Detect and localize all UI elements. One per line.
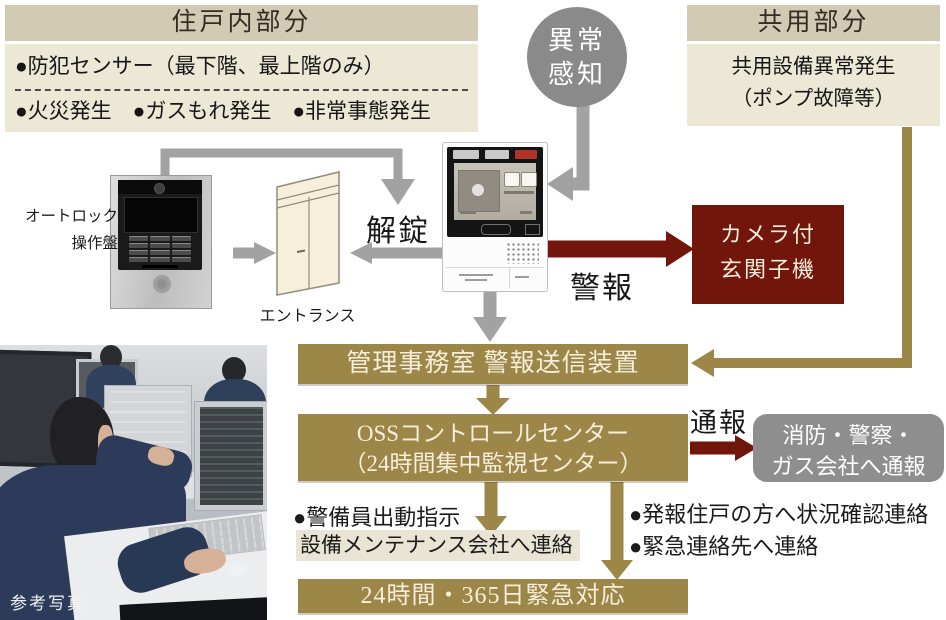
abnormality-detected-badge: 異常 感知 <box>527 7 627 107</box>
talk-button-label <box>459 274 493 276</box>
camera-view-thumbnail <box>458 170 500 212</box>
unit-section-title: 住戸内部分 <box>5 5 478 44</box>
oss-line2: （24時間集中監視センター） <box>343 450 643 476</box>
unit-event-items: ●火災発生 ●ガスもれ発生 ●非常事態発生 <box>15 99 432 123</box>
call-icon <box>504 172 520 187</box>
office-transmitter-box: 管理事務室 警報送信装置 <box>298 344 688 384</box>
detect-line2: 感知 <box>547 60 606 90</box>
entrance-label: エントランス <box>259 308 356 325</box>
control-room-photo <box>0 345 267 620</box>
record-icon <box>521 172 537 187</box>
divider <box>446 267 544 268</box>
fire-box-line1: 消防・警察・ <box>782 423 915 448</box>
arrow-panel-loop-to-unlock <box>160 148 415 205</box>
label-bar <box>460 211 476 214</box>
autolock-panel-image <box>110 175 212 309</box>
fire-police-gas-box: 消防・警察・ ガス会社へ通報 <box>753 414 944 482</box>
background-operator <box>222 357 246 383</box>
unit-section-box: 住戸内部分 ●防犯センサー（最下階、最上階のみ） ●火災発生 ●ガスもれ発生 ●… <box>5 5 478 132</box>
detect-line1: 異常 <box>547 26 606 55</box>
oss-control-center-box: OSSコントロールセンター （24時間集中監視センター） <box>298 414 688 481</box>
guard-dispatch-item: ●警備員出動指示 <box>293 505 461 530</box>
maintenance-contact-item: 設備メンテナンス会社へ連絡 <box>296 530 580 561</box>
autolock-panel-label: オートロック 操作盤 <box>24 208 118 253</box>
fire-box-line2: ガス会社へ通報 <box>771 453 926 479</box>
desk-monitor <box>194 401 267 511</box>
camera-box-line2: 玄関子機 <box>719 257 816 283</box>
intercom-tab <box>485 150 509 159</box>
intercom-monitor-image <box>442 142 548 292</box>
camera-entrance-unit-box: カメラ付 玄関子機 <box>692 205 844 304</box>
talk-button-label <box>465 279 487 281</box>
card-slot <box>142 265 178 268</box>
speaker-grille-icon <box>506 242 539 264</box>
settings-button <box>525 224 540 235</box>
speaker-icon <box>153 275 171 293</box>
dashed-divider <box>15 89 468 91</box>
oss-line1: OSSコントロールセンター <box>356 421 630 446</box>
arrow-report <box>690 435 757 461</box>
common-section-title: 共用部分 <box>687 5 940 44</box>
alarm-label: 警報 <box>570 272 634 305</box>
arrow-alarm <box>546 231 694 267</box>
autolock-screen <box>124 197 198 233</box>
common-event-line2: （ポンプ故障等） <box>731 87 896 110</box>
intercom-tab <box>453 150 479 159</box>
arrow-common-to-office <box>691 127 912 377</box>
photo-caption: 参考写真 <box>10 594 86 613</box>
intercom-screen <box>454 163 537 220</box>
common-section-body: 共用設備異常発生 （ポンプ故障等） <box>687 44 940 126</box>
arrow-intercom-to-office <box>473 291 507 342</box>
monitor-button-label <box>515 276 529 278</box>
autolock-module <box>118 180 202 270</box>
intercom-screen-bezel <box>447 147 543 237</box>
arrow-panel-to-entrance <box>233 242 276 264</box>
camera-box-line1: カメラ付 <box>719 222 816 247</box>
arrow-unlock-to-entrance <box>350 242 443 264</box>
label-bar <box>520 211 532 214</box>
unlock-label: 解錠 <box>366 215 430 248</box>
divider <box>509 267 510 289</box>
unit-section-body: ●防犯センサー（最下階、最上階のみ） ●火災発生 ●ガスもれ発生 ●非常事態発生 <box>5 44 478 132</box>
unit-sensor-item: ●防犯センサー（最下階、最上階のみ） <box>15 54 385 78</box>
emergency-contact-item: ●緊急連絡先へ連絡 <box>629 534 819 559</box>
common-section-box: 共用部分 共用設備異常発生 （ポンプ故障等） <box>687 5 940 126</box>
arrow-detect-to-intercom <box>547 103 590 201</box>
label-bar <box>504 191 534 194</box>
resident-confirmation-item: ●発報住戸の方へ状況確認連絡 <box>629 502 929 527</box>
report-label: 通報 <box>690 408 748 438</box>
common-event-line1: 共用設備異常発生 <box>731 56 896 78</box>
arrow-oss-to-maintenance <box>475 482 507 536</box>
arrow-office-to-oss <box>476 385 510 415</box>
camera-icon <box>118 180 202 194</box>
emergency-tab <box>515 150 537 159</box>
emergency-response-box: 24時間・365日緊急対応 <box>298 579 688 613</box>
background-operator <box>100 345 122 369</box>
keypad-icon <box>129 236 191 262</box>
arrow-oss-to-bottom <box>601 482 633 580</box>
menu-button <box>481 224 511 235</box>
